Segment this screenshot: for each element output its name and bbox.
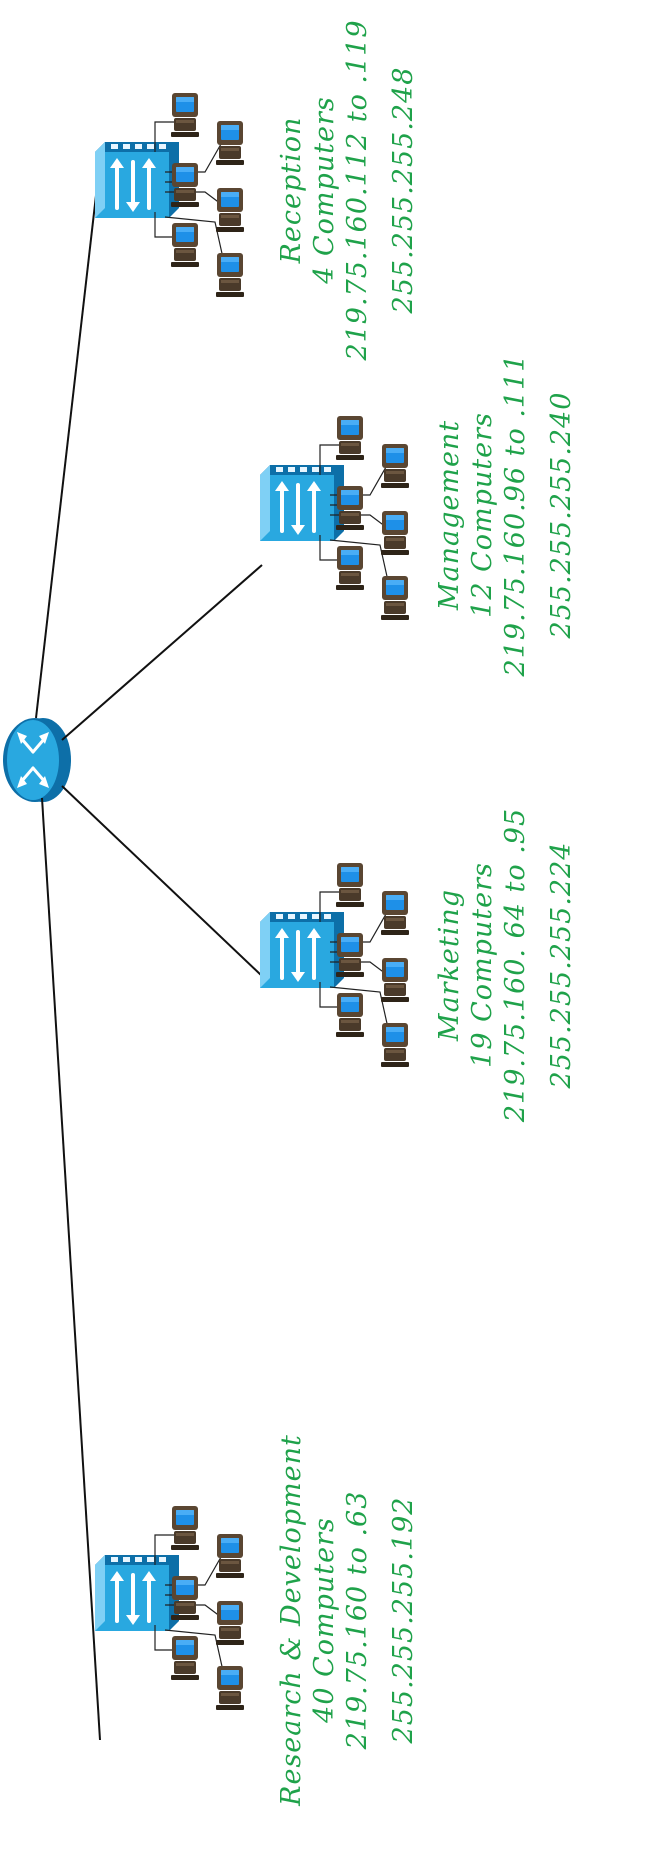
switch-icon — [258, 463, 346, 543]
workstation-icon — [216, 1534, 244, 1578]
subnet-computers: 12 Computers — [467, 412, 498, 618]
workstation-icon — [381, 444, 409, 488]
subnet-range: 219.75.160 to .63 — [342, 1491, 373, 1751]
workstation-icon — [381, 576, 409, 620]
workstation-icon — [216, 1601, 244, 1645]
subnet-name: Reception — [276, 117, 307, 265]
subnet-research — [93, 1506, 244, 1710]
subnet-reception — [93, 93, 244, 297]
subnet-range: 219.75.160. 64 to .95 — [500, 808, 531, 1123]
workstation-icon — [171, 163, 199, 207]
link-management — [61, 564, 263, 741]
label-management: Management 12 Computers 219.75.160.96 to… — [434, 354, 577, 678]
workstation-icon — [381, 958, 409, 1002]
label-marketing: Marketing 19 Computers 219.75.160. 64 to… — [434, 808, 577, 1123]
subnet-mask: 255.255.255.248 — [388, 67, 419, 315]
subnet-mask: 255.255.255.192 — [388, 1497, 419, 1745]
workstation-icon — [216, 121, 244, 165]
subnet-range: 219.75.160.112 to .119 — [342, 19, 373, 361]
subnet-range: 219.75.160.96 to .111 — [500, 354, 531, 678]
workstation-icon — [171, 93, 199, 137]
workstation-icon — [336, 863, 364, 907]
workstation-icon — [381, 891, 409, 935]
workstation-icon — [171, 223, 199, 267]
subnet-computers: 40 Computers — [309, 1517, 340, 1724]
switch-icon — [258, 910, 346, 990]
workstation-icon — [171, 1576, 199, 1620]
switch-icon — [93, 140, 181, 220]
label-reception: Reception 4 Computers 219.75.160.112 to … — [276, 19, 419, 361]
subnet-mask: 255.255.255.224 — [546, 842, 577, 1090]
workstation-icon — [336, 416, 364, 460]
subnet-marketing — [258, 863, 409, 1067]
subnet-name: Management — [434, 420, 465, 611]
workstation-icon — [171, 1506, 199, 1550]
workstation-icon — [336, 486, 364, 530]
switch-icon — [93, 1553, 181, 1633]
workstation-icon — [216, 253, 244, 297]
router-icon — [3, 718, 71, 802]
subnet-mask: 255.255.255.240 — [546, 392, 577, 640]
subnet-computers: 19 Computers — [467, 862, 498, 1068]
subnet-name: Research & Development — [276, 1434, 307, 1807]
workstation-icon — [216, 188, 244, 232]
workstation-icon — [336, 546, 364, 590]
workstation-icon — [336, 933, 364, 977]
subnet-computers: 4 Computers — [309, 96, 340, 285]
workstation-icon — [216, 1666, 244, 1710]
workstation-icon — [381, 1023, 409, 1067]
workstation-icon — [171, 1636, 199, 1680]
workstation-icon — [381, 511, 409, 555]
subnet-management — [258, 416, 409, 620]
workstation-icon — [336, 993, 364, 1037]
link-reception — [35, 177, 99, 719]
link-marketing — [61, 785, 263, 977]
label-research: Research & Development 40 Computers 219.… — [276, 1434, 419, 1807]
subnet-name: Marketing — [434, 889, 465, 1042]
link-research — [41, 797, 101, 1741]
